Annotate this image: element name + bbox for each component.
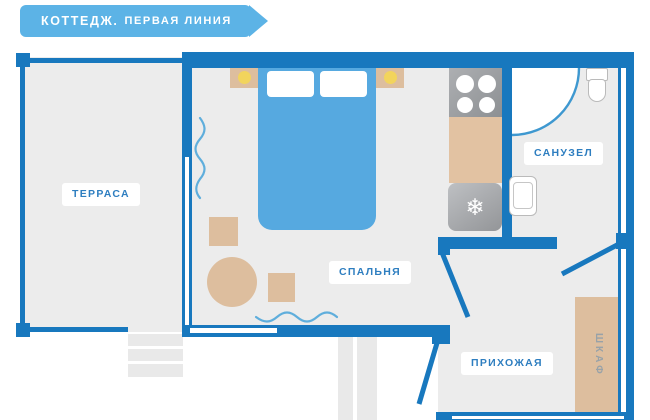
banner-arrow-tip	[249, 5, 268, 37]
terrace-step	[128, 349, 183, 361]
kitchen-counter	[449, 117, 502, 183]
hallway-label: ПРИХОЖАЯ	[461, 352, 553, 375]
banner-title: КОТТЕДЖ.	[41, 14, 119, 28]
terrace-rail-top	[24, 58, 182, 63]
stool	[209, 217, 238, 246]
window-terrace	[182, 157, 192, 325]
burner-icon	[479, 97, 495, 113]
burner-icon	[457, 97, 473, 113]
burner-icon	[478, 75, 496, 93]
header-banner: КОТТЕДЖ. ПЕРВАЯ ЛИНИЯ	[20, 5, 251, 37]
terrace-rail-left	[20, 58, 25, 332]
window-bottom	[452, 416, 624, 419]
window-bedroom-south	[190, 328, 277, 333]
terrace-step	[128, 334, 183, 346]
chair	[268, 273, 295, 302]
porch-step	[357, 337, 377, 420]
entrance-door-jamb	[432, 337, 450, 344]
bathroom-door-jamb	[616, 233, 634, 249]
pillow-left	[267, 71, 314, 97]
banner-subtitle: ПЕРВАЯ ЛИНИЯ	[124, 15, 232, 27]
snowflake-icon: ❄	[465, 193, 485, 220]
wall-kitchen-bathroom	[502, 68, 512, 249]
wall-hallway-north	[438, 237, 557, 249]
porch-step	[338, 337, 353, 420]
stove	[449, 68, 502, 117]
terrace-rail-bottom	[24, 327, 128, 332]
terrace-post-top	[16, 53, 30, 67]
round-table	[207, 257, 257, 307]
terrace-step	[128, 364, 183, 377]
lamp-right-icon	[384, 71, 397, 84]
burner-icon	[456, 75, 474, 93]
sink-basin	[513, 182, 533, 209]
wardrobe: ШКАФ	[575, 297, 621, 412]
fridge: ❄	[448, 183, 502, 231]
bedroom-label: СПАЛЬНЯ	[329, 261, 411, 284]
bedroom-door-jamb	[438, 237, 450, 255]
wall-top	[182, 52, 634, 68]
terrace-post-bottom	[16, 323, 30, 337]
window-right-upper	[618, 68, 621, 233]
toilet-bowl	[588, 79, 606, 102]
window-right-lower	[618, 249, 621, 412]
wardrobe-label: ШКАФ	[593, 332, 604, 377]
terrace-label: ТЕРРАСА	[62, 183, 140, 206]
lamp-left-icon	[238, 71, 251, 84]
wall-terrace-bedroom	[182, 52, 192, 157]
bathroom-label: САНУЗЕЛ	[524, 142, 604, 165]
pillow-right	[320, 71, 367, 97]
entrance-door-leaf	[416, 342, 440, 405]
